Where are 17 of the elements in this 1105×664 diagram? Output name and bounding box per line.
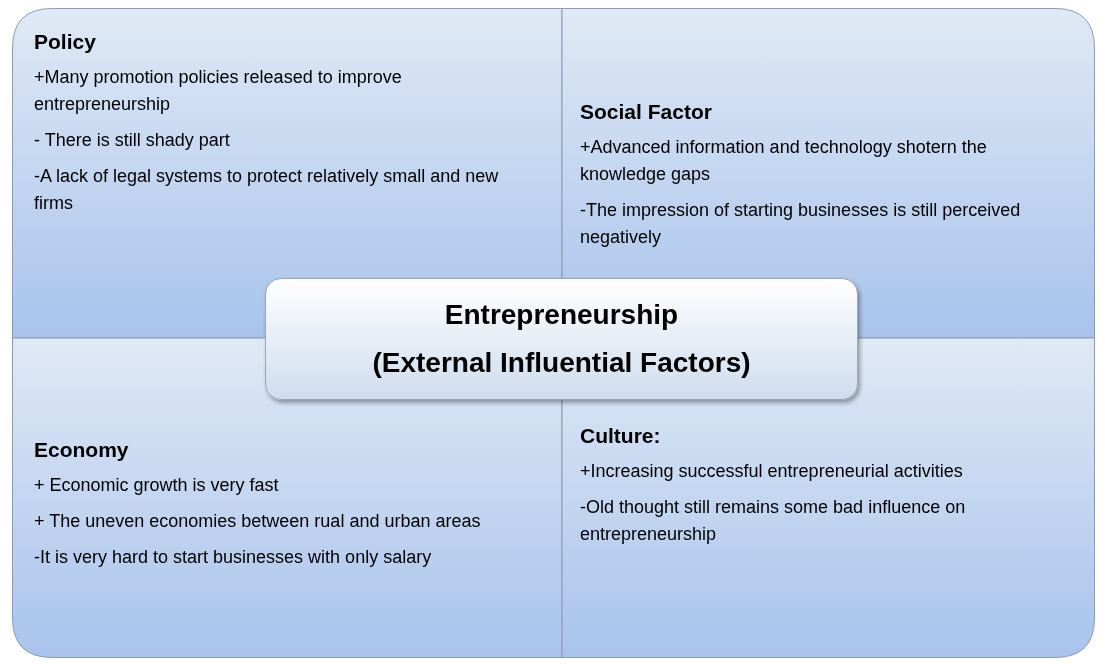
bullet-text: +Increasing successful entrepreneurial activities xyxy=(580,460,964,483)
center-title: Entrepreneurship xyxy=(444,298,679,332)
bullet-text: -Old thought still remains some bad influence on entrepreneurship xyxy=(580,496,967,546)
panel-heading: Economy xyxy=(34,437,130,463)
center-title: (External Influential Factors) xyxy=(372,346,751,380)
panel-heading: Social Factor xyxy=(580,99,713,125)
bullet-text: - There is still shady part xyxy=(34,129,231,152)
bullet-text: +Many promotion policies released to improve entrepreneurship xyxy=(34,66,403,116)
bullet-text: + Economic growth is very fast xyxy=(34,474,280,497)
panel-heading: Policy xyxy=(34,29,97,55)
bullet-text: +Advanced information and technology shotern the knowledge gaps xyxy=(580,136,988,186)
bullet-text: -The impression of starting businesses is still perceived negatively xyxy=(580,199,1022,249)
bullet-text: + The uneven economies between rual and urban areas xyxy=(34,510,482,533)
bullet-text: -It is very hard to start businesses with only salary xyxy=(34,546,433,569)
bullet-text: -A lack of legal systems to protect relatively small and new firms xyxy=(34,165,500,215)
panel-heading: Culture: xyxy=(580,423,662,449)
center-box xyxy=(265,278,858,400)
